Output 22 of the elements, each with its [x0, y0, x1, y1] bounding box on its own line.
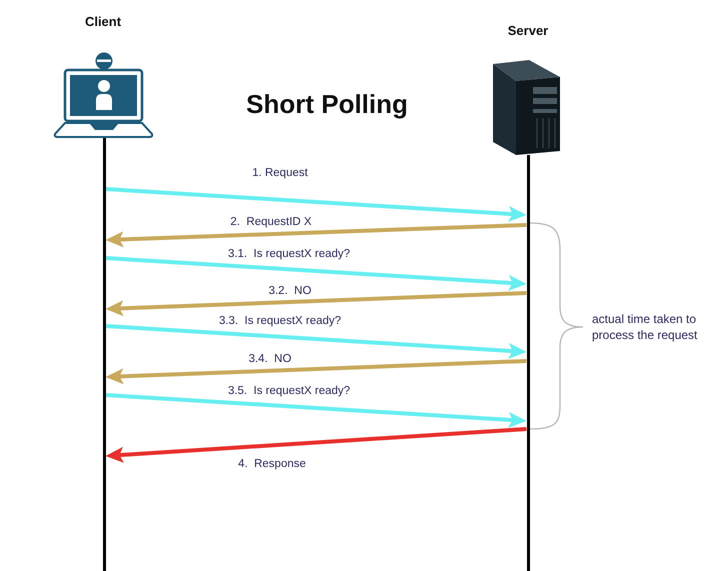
- arrow: [105, 359, 527, 384]
- edge-label: 1. Request: [252, 166, 308, 180]
- participant-label: Client: [84, 14, 122, 30]
- arrow: [105, 324, 527, 359]
- arrow: [105, 187, 527, 222]
- edge-label: 2. RequestID X: [230, 215, 312, 229]
- edge-label: 3.4. NO: [248, 352, 292, 366]
- edge-label: 4. Response: [238, 457, 306, 471]
- lifeline: [102, 137, 106, 571]
- annotation-text: actual time taken to process the request: [592, 311, 698, 343]
- edge-label: 3.3. Is requestX ready?: [218, 314, 342, 328]
- title: Short Polling: [246, 89, 408, 119]
- edge-label: 3.1. Is requestX ready?: [228, 247, 350, 261]
- edge-label: 3.5. Is requestX ready?: [228, 384, 350, 398]
- arrow: [105, 393, 527, 428]
- lifeline: [526, 155, 530, 571]
- arrow: [105, 427, 527, 463]
- participant-label: Server: [508, 23, 548, 39]
- arrow: [105, 291, 527, 316]
- arrow: [105, 256, 527, 291]
- edge-label: 3.2. NO: [268, 284, 312, 298]
- arrow: [105, 223, 527, 248]
